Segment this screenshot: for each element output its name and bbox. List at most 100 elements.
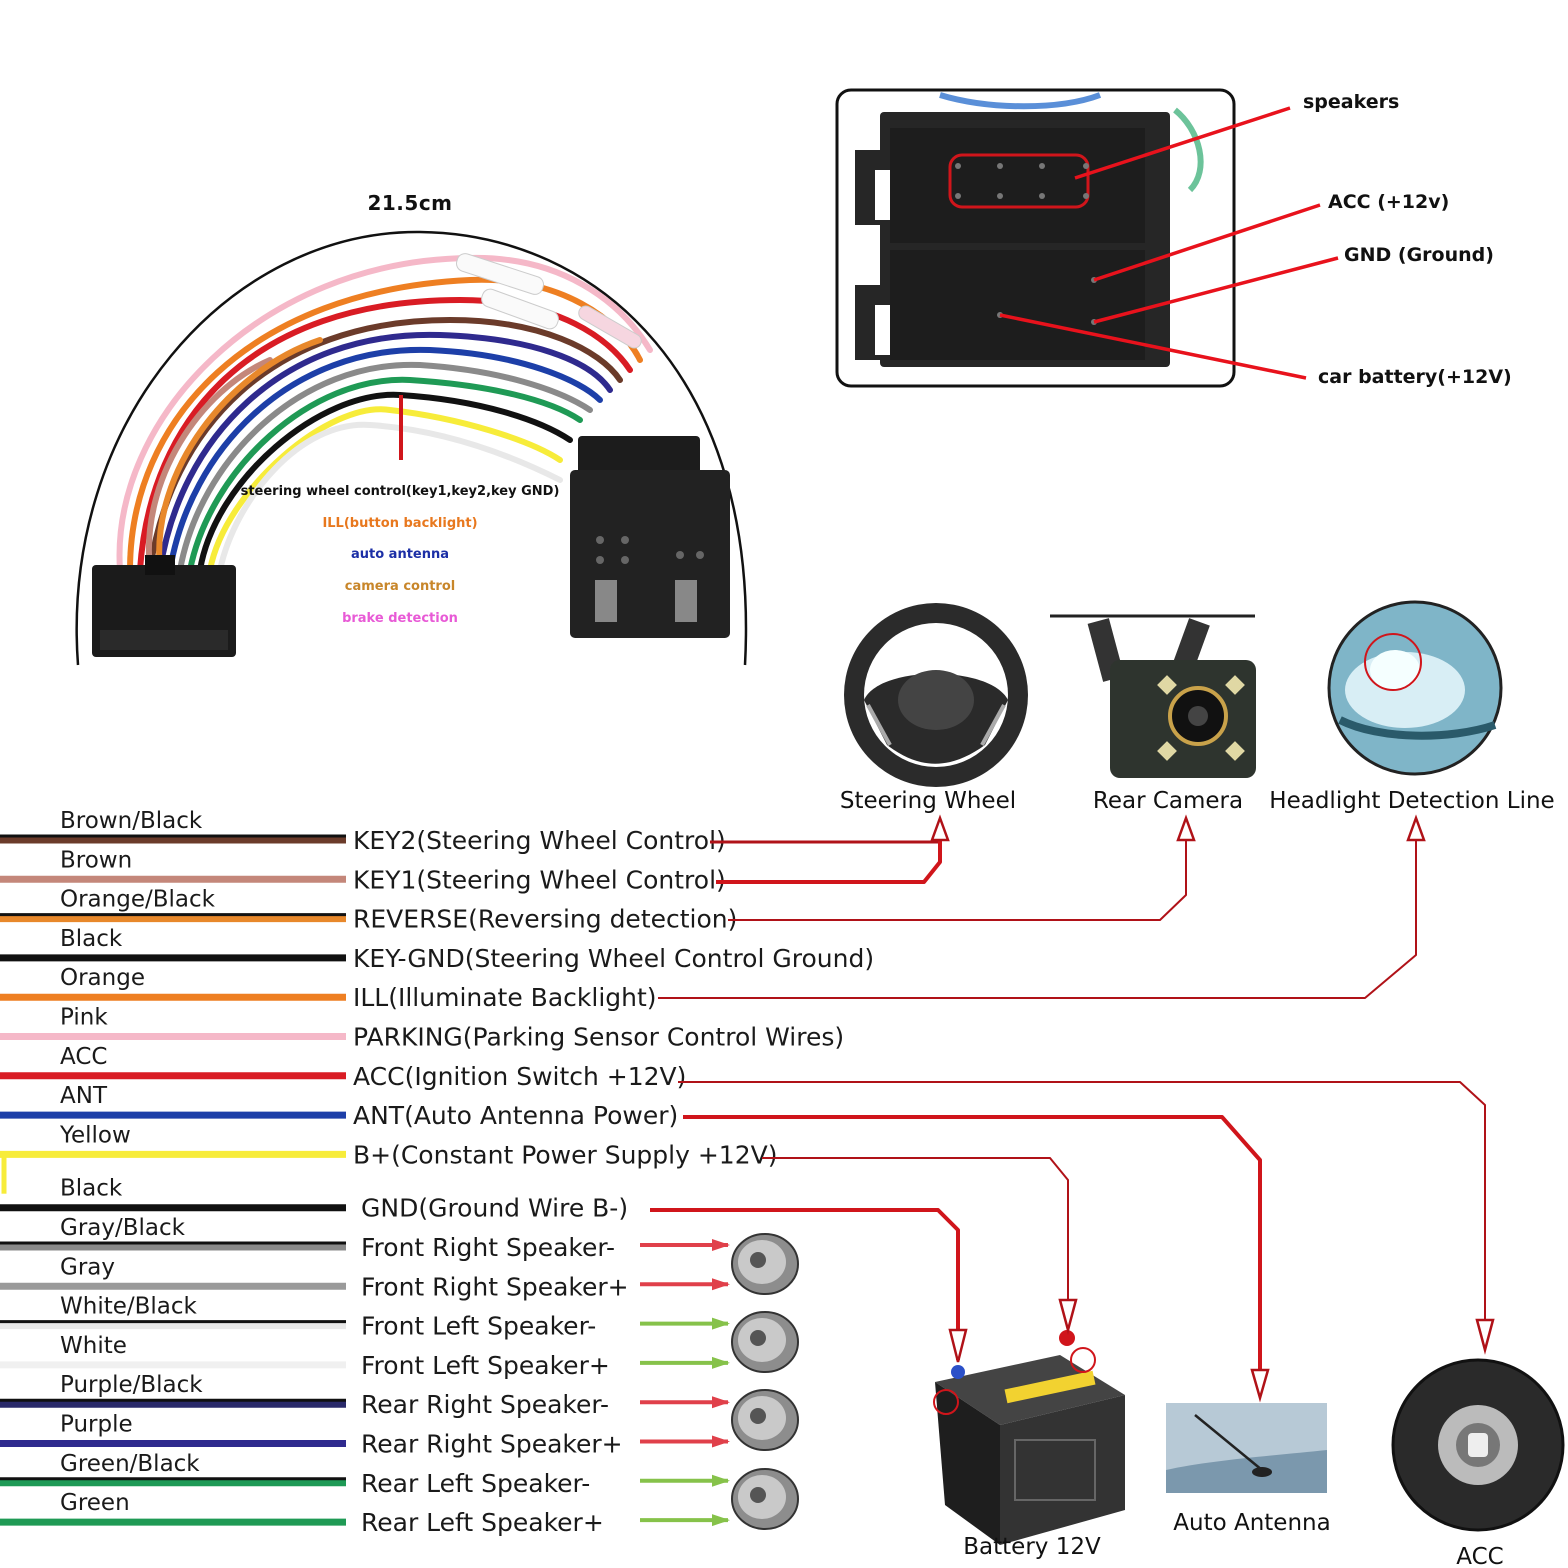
wire-function-label: GND(Ground Wire B-): [361, 1194, 628, 1223]
wire-function-label: Rear Left Speaker-: [361, 1469, 590, 1498]
wire-color-name: Purple/Black: [60, 1372, 203, 1398]
label-gnd: GND (Ground): [1344, 244, 1494, 266]
rear-camera-icon: [1050, 614, 1256, 778]
device-label-battery: Battery 12V: [963, 1534, 1101, 1560]
harness-wire-bundle: [116, 254, 653, 573]
wire-color-name: White: [60, 1333, 127, 1359]
wire-row: ACC ACC(Ignition Switch +12V): [0, 1044, 686, 1091]
harness-length-label: 21.5cm: [367, 191, 452, 215]
device-label-rear-camera: Rear Camera: [1093, 788, 1243, 814]
wire-color-name: Gray: [60, 1254, 115, 1280]
wire-function-label: KEY-GND(Steering Wheel Control Ground): [353, 944, 874, 973]
link-reverse: [728, 820, 1187, 921]
harness-arc: [75, 230, 748, 666]
steering-wheel-icon: [844, 603, 1028, 787]
wire-function-label: Rear Right Speaker-: [361, 1390, 609, 1419]
harness-note-1: steering wheel control(key1,key2,key GND…: [241, 484, 560, 499]
link-acc: [678, 1081, 1486, 1345]
wire-function-label: ACC(Ignition Switch +12V): [353, 1062, 686, 1091]
wire-function-label: Rear Right Speaker+: [361, 1430, 623, 1459]
speaker-arrowhead: [712, 1356, 730, 1369]
speaker-pins-highlight: [948, 153, 1090, 209]
iso-20pin-connector: [92, 555, 236, 657]
link-bplus: [762, 1157, 1069, 1325]
speaker-arrowhead: [712, 1278, 730, 1291]
connector-closeup: speakers ACC (+12v) GND (Ground) car bat…: [835, 88, 1512, 388]
harness-note-3: auto antenna: [351, 547, 449, 562]
speaker-arrowhead: [712, 1396, 730, 1409]
wire-color-name: White/Black: [60, 1294, 198, 1320]
wire-color-name: Yellow: [59, 1122, 131, 1148]
speaker-arrowhead: [712, 1317, 730, 1330]
label-acc-12v: ACC (+12v): [1328, 191, 1449, 213]
harness-note-5: brake detection: [342, 611, 458, 626]
wire-color-name: Orange: [60, 965, 145, 991]
wire-color-name: Black: [60, 926, 123, 952]
link-gnd: [650, 1208, 960, 1360]
iso-harness-connector: [570, 436, 730, 638]
wire-function-label: Front Right Speaker-: [361, 1233, 615, 1262]
wire-function-label: Front Left Speaker+: [361, 1351, 610, 1380]
wire-color-name: Brown/Black: [60, 808, 203, 834]
headlight-icon: [1327, 600, 1503, 776]
label-speakers: speakers: [1303, 91, 1399, 113]
auto-antenna-icon: [1166, 1403, 1327, 1493]
ignition-switch-icon: [1391, 1358, 1565, 1532]
device-label-antenna: Auto Antenna: [1173, 1510, 1330, 1536]
speaker-icon: [731, 1233, 799, 1295]
speaker-arrowhead: [712, 1514, 730, 1527]
harness-note-2: ILL(button backlight): [322, 516, 477, 531]
wire-function-label: Rear Left Speaker+: [361, 1508, 604, 1537]
wire-function-label: KEY2(Steering Wheel Control): [353, 826, 726, 855]
wire-function-label: ILL(Illuminate Backlight): [353, 983, 657, 1012]
wire-function-label: B+(Constant Power Supply +12V): [353, 1140, 777, 1169]
speaker-icon: [731, 1389, 799, 1451]
speaker-arrowhead: [712, 1435, 730, 1448]
wire-function-label: Front Right Speaker+: [361, 1272, 629, 1301]
wire-color-name: Purple: [60, 1412, 133, 1438]
arrowheads: [930, 814, 1495, 1403]
wire-function-label: Front Left Speaker-: [361, 1312, 596, 1341]
link-ant: [683, 1115, 1262, 1395]
device-label-steering-wheel: Steering Wheel: [840, 788, 1016, 814]
wire-color-name: Gray/Black: [60, 1215, 186, 1241]
wire-color-name: Black: [60, 1176, 123, 1202]
wire-function-label: KEY1(Steering Wheel Control): [353, 865, 726, 894]
connection-lines: [650, 820, 1486, 1395]
device-label-headlight: Headlight Detection Line: [1269, 788, 1554, 814]
link-key2: [710, 840, 942, 860]
harness-note-4: camera control: [345, 579, 455, 594]
device-label-acc: ACC: [1456, 1544, 1503, 1568]
speaker-icon: [731, 1311, 799, 1373]
speaker-arrowhead: [712, 1239, 730, 1251]
wire-function-label: REVERSE(Reversing detection): [353, 905, 737, 934]
wire-color-name: Green: [60, 1490, 130, 1516]
wire-color-name: Pink: [60, 1005, 108, 1031]
wire-color-name: Green/Black: [60, 1451, 200, 1477]
harness-illustration: 21.5cm steering wheel control(key1,key2,…: [75, 191, 748, 666]
wire-color-name: ACC: [60, 1044, 107, 1070]
speaker-arrowhead: [712, 1474, 730, 1487]
wire-color-name: Orange/Black: [60, 887, 216, 913]
wire-function-label: PARKING(Parking Sensor Control Wires): [353, 1023, 844, 1052]
speaker-icons: [640, 1233, 799, 1530]
